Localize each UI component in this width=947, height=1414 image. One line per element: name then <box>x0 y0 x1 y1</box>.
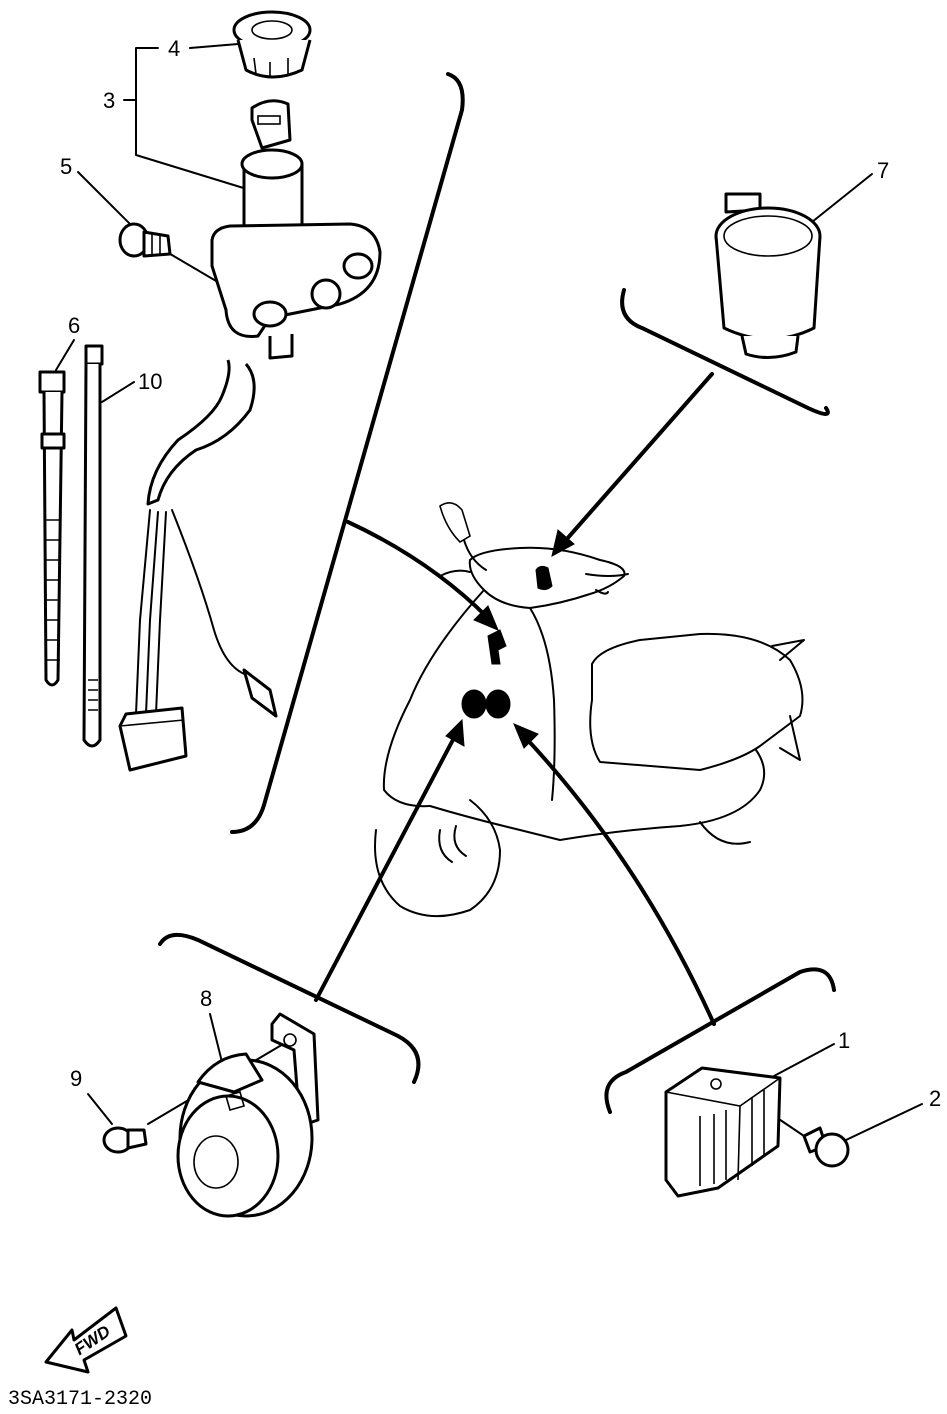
fwd-arrow-icon: FWD <box>44 1306 128 1374</box>
switch-harness <box>118 359 278 772</box>
callout-10: 10 <box>138 369 162 394</box>
screw-9 <box>102 1126 148 1154</box>
callout-5: 5 <box>60 154 72 179</box>
callout-3: 3 <box>103 88 115 113</box>
main-switch <box>210 99 382 360</box>
scooter-silhouette <box>374 502 805 918</box>
key-cap <box>232 10 312 79</box>
callout-2: 2 <box>929 1086 941 1111</box>
horn-8 <box>176 1012 320 1218</box>
bolt-2 <box>802 1126 850 1168</box>
location-arrows <box>314 372 716 1026</box>
callout-9: 9 <box>70 1066 82 1091</box>
diagram-code: 3SA3171-2320 <box>8 1388 152 1411</box>
relay-7 <box>714 192 822 359</box>
band-10 <box>82 344 104 748</box>
callout-1: 1 <box>838 1028 850 1053</box>
callout-6: 6 <box>68 313 80 338</box>
band-6 <box>38 370 66 687</box>
callout-4: 4 <box>168 36 180 61</box>
screw-5 <box>118 222 172 258</box>
callout-7: 7 <box>877 158 889 183</box>
rectifier-1 <box>664 1066 782 1198</box>
callout-8: 8 <box>200 986 212 1011</box>
